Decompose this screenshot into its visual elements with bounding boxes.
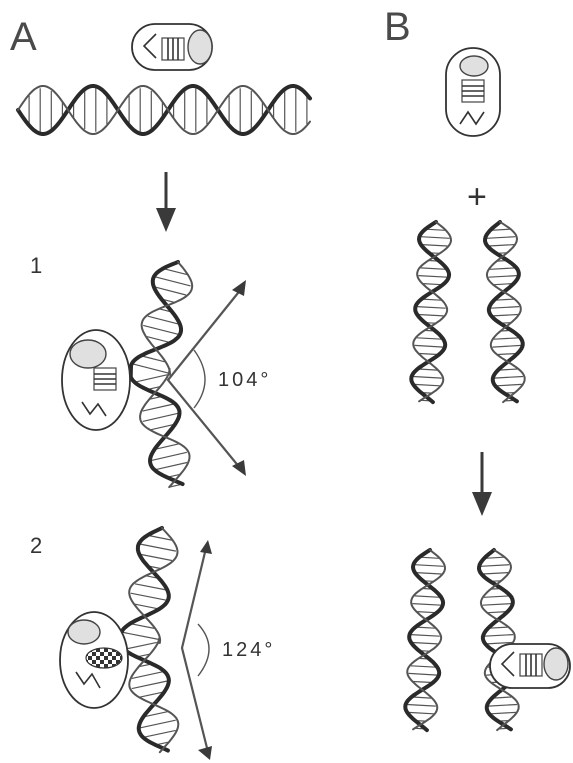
step-2-protein	[60, 612, 128, 708]
panel-b-bound-protein	[490, 644, 570, 688]
step-2-number: 2	[30, 533, 42, 558]
step-1-protein	[62, 330, 130, 430]
panel-b-down-arrow	[472, 452, 492, 516]
panel-a-down-arrow	[156, 172, 176, 232]
panel-b-free-protein	[446, 48, 500, 136]
panel-b-four-way-junction-top	[411, 222, 524, 402]
step-2-bend-arrows	[182, 540, 212, 760]
plus-sign: +	[467, 178, 487, 216]
step-2-angle: 124°	[222, 639, 275, 661]
step-1-number: 1	[30, 253, 42, 278]
step-1-bent-dna	[131, 262, 193, 487]
panel-a-straight-dna	[18, 86, 310, 134]
panel-b-label: B	[384, 5, 411, 49]
panel-a-top-protein	[132, 24, 212, 70]
panel-a-label: A	[10, 15, 37, 59]
step-2-bent-dna	[121, 528, 179, 752]
step-1-angle: 104°	[218, 369, 271, 391]
panel-b-four-way-junction-bound	[405, 550, 518, 730]
